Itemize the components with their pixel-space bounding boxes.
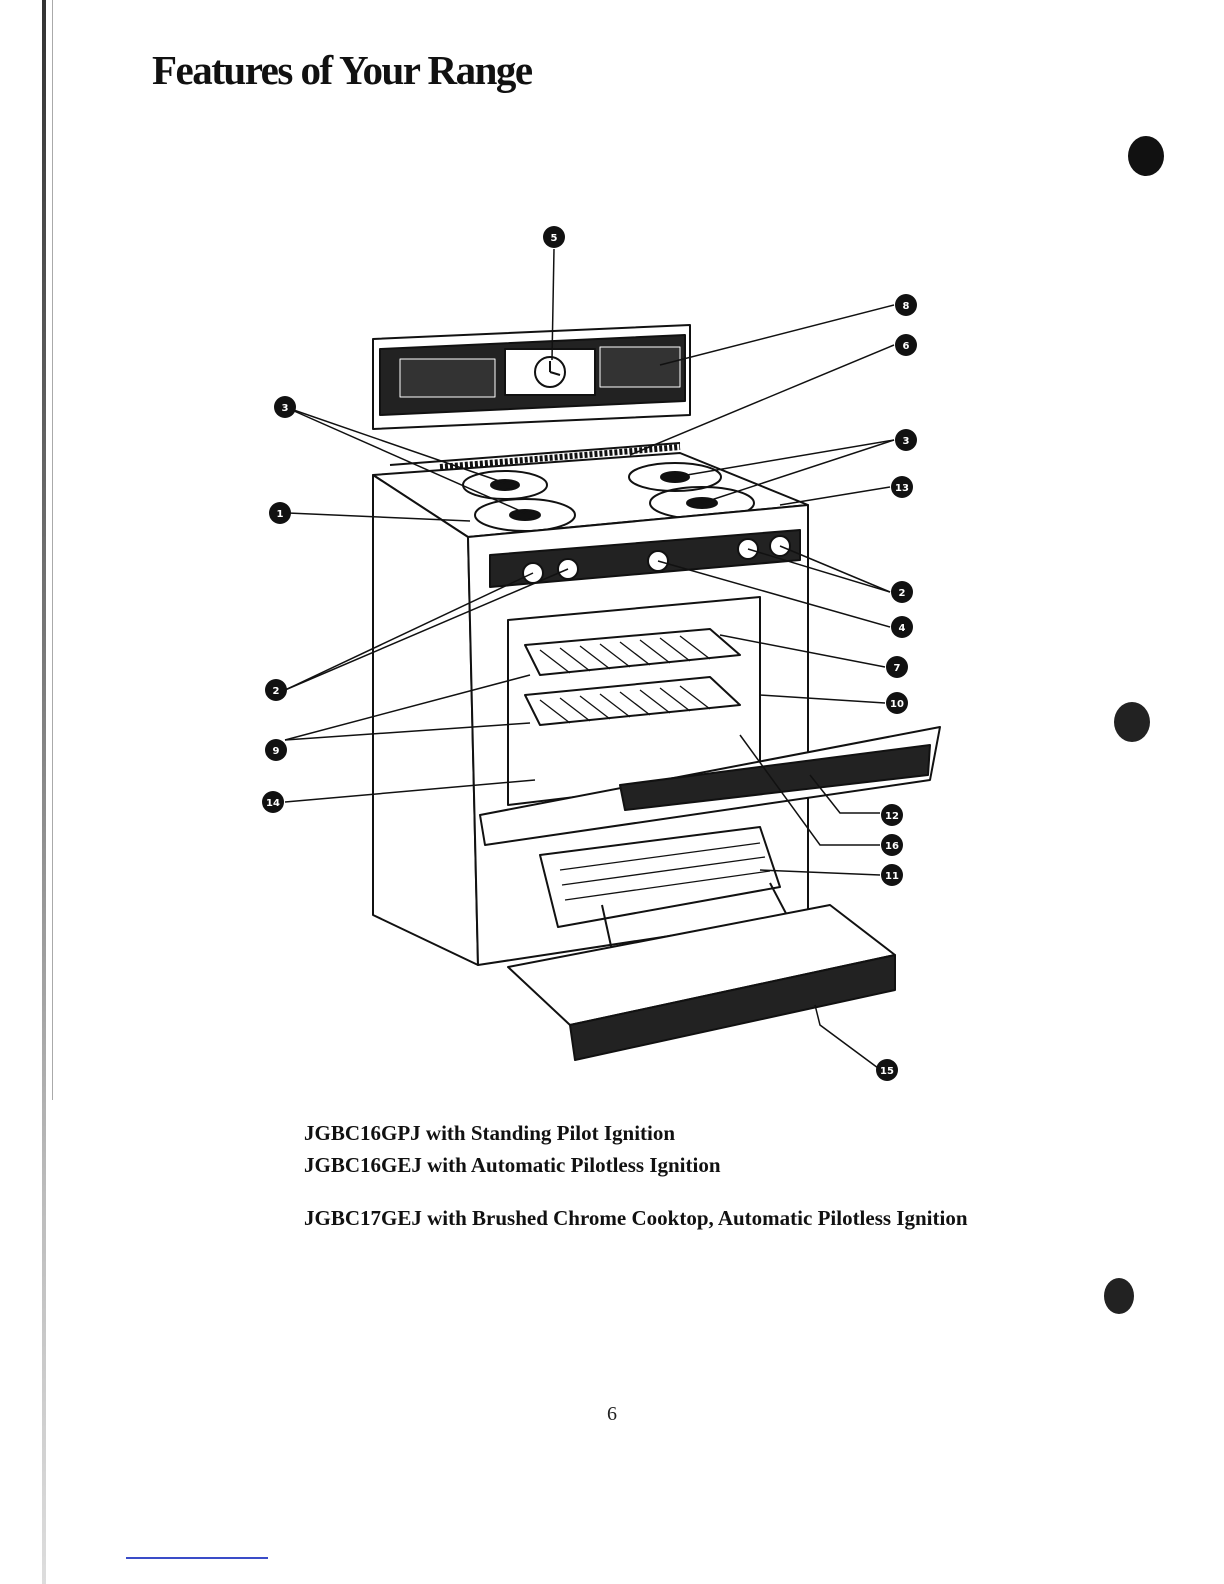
callout-9-label: 9 — [273, 746, 280, 757]
punch-hole-top — [1128, 136, 1164, 176]
callout-5-label: 5 — [551, 233, 558, 244]
callout-3-right-label: 3 — [903, 436, 910, 447]
page-binding-line — [52, 0, 53, 1100]
caption-model-jgbc17gej: JGBC17GEJ with Brushed Chrome Cooktop, A… — [304, 1206, 968, 1231]
page-binding-edge — [42, 0, 46, 1584]
callout-10-label: 10 — [890, 699, 904, 710]
callout-7-label: 7 — [894, 663, 901, 674]
right-panel-window — [600, 347, 680, 387]
punch-hole-bottom — [1104, 1278, 1134, 1314]
page-number: 6 — [0, 1403, 1224, 1426]
callout-1-label: 1 — [277, 509, 284, 520]
left-panel-window — [400, 359, 495, 397]
callout-4-label: 4 — [899, 623, 906, 634]
caption-model-jgbc16gej: JGBC16GEJ with Automatic Pilotless Ignit… — [304, 1153, 721, 1178]
callout-8-label: 8 — [903, 301, 910, 312]
callout-2-left-label: 2 — [273, 686, 280, 697]
footer-rule — [126, 1557, 268, 1559]
callout-13-label: 13 — [895, 483, 909, 494]
callout-2-right-label: 2 — [899, 588, 906, 599]
page-title: Features of Your Range — [152, 46, 532, 94]
caption-model-jgbc16gpj: JGBC16GPJ with Standing Pilot Ignition — [304, 1121, 675, 1146]
range-side — [373, 475, 478, 965]
callout-14-label: 14 — [266, 798, 280, 809]
callout-11-label: 11 — [885, 871, 899, 882]
callout-16-label: 16 — [885, 841, 899, 852]
callout-15-label: 15 — [880, 1066, 894, 1077]
range-diagram: 5 8 6 3 3 13 1 2 4 7 2 10 9 14 12 16 11 … — [240, 215, 960, 1095]
punch-hole-middle — [1114, 702, 1150, 742]
callout-3-left-label: 3 — [282, 403, 289, 414]
callout-12-label: 12 — [885, 811, 899, 822]
callout-6-label: 6 — [903, 341, 910, 352]
